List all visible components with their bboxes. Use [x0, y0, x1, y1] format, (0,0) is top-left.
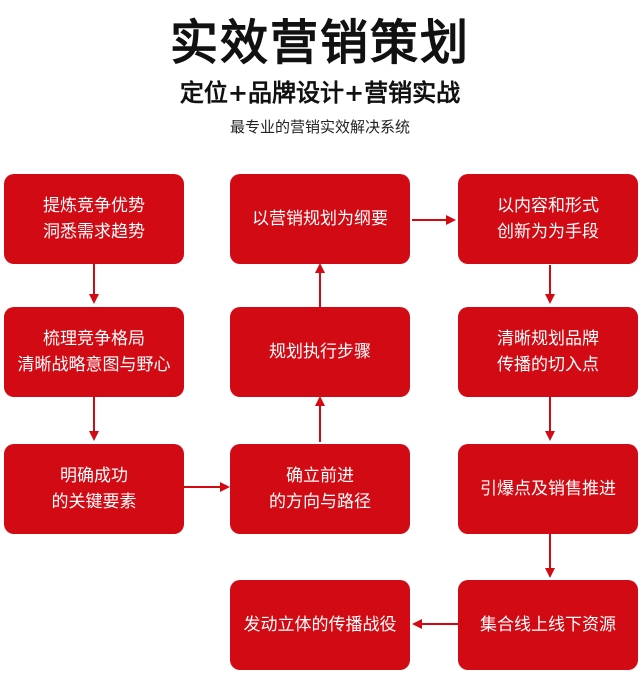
- step-box-10: 集合线上线下资源: [458, 580, 638, 670]
- step-label-9: 引爆点及销售推进: [480, 479, 616, 499]
- step-label-6: 以营销规划为纲要: [252, 209, 388, 229]
- step-box-2: 梳理竞争格局 清晰战略意图与野心: [4, 307, 184, 397]
- step-box-3: 明确成功 的关键要素: [4, 444, 184, 534]
- step-label-2: 梳理竞争格局 清晰战略意图与野心: [17, 329, 171, 375]
- step-box-7: 以内容和形式 创新为为手段: [458, 174, 638, 264]
- step-label-8: 清晰规划品牌 传播的切入点: [497, 329, 599, 375]
- step-box-6: 以营销规划为纲要: [230, 174, 410, 264]
- step-box-4: 确立前进 的方向与路径: [230, 444, 410, 534]
- step-box-11: 发动立体的传播战役: [230, 580, 410, 670]
- step-label-4: 确立前进 的方向与路径: [269, 466, 371, 512]
- step-box-5: 规划执行步骤: [230, 307, 410, 397]
- step-label-1: 提炼竞争优势 洞悉需求趋势: [43, 196, 145, 242]
- page-title: 实效营销策划: [169, 15, 470, 71]
- step-label-7: 以内容和形式 创新为为手段: [497, 196, 599, 242]
- step-label-10: 集合线上线下资源: [480, 615, 616, 635]
- step-label-5: 规划执行步骤: [269, 342, 371, 362]
- page-subtitle: 定位+品牌设计+营销实战: [179, 79, 461, 107]
- step-box-8: 清晰规划品牌 传播的切入点: [458, 307, 638, 397]
- step-box-9: 引爆点及销售推进: [458, 444, 638, 534]
- step-box-1: 提炼竞争优势 洞悉需求趋势: [4, 174, 184, 264]
- step-label-11: 发动立体的传播战役: [243, 615, 397, 635]
- page-tagline: 最专业的营销实效解决系统: [229, 118, 410, 136]
- step-label-3: 明确成功 的关键要素: [51, 466, 137, 512]
